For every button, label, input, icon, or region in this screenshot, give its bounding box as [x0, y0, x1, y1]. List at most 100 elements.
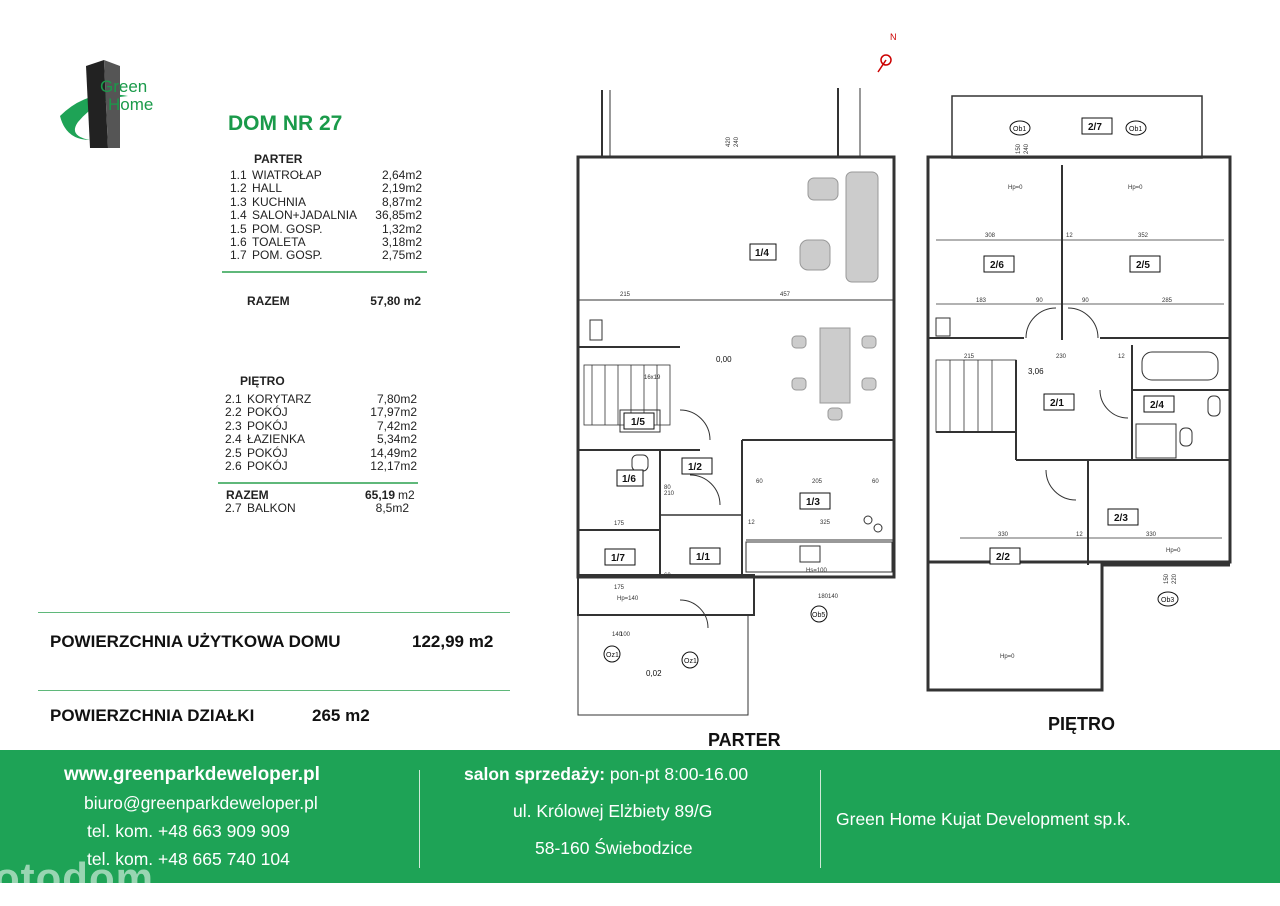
- upper-dimensions: 308 12 352 183 90 90 285 215 230 12 330 …: [964, 143, 1181, 660]
- svg-text:1/4: 1/4: [755, 248, 769, 259]
- svg-text:100: 100: [620, 632, 631, 638]
- email-link[interactable]: biuro@greenparkdeweloper.pl: [84, 793, 318, 813]
- ground-floor-plan: [576, 88, 896, 716]
- svg-text:Green: Green: [100, 77, 147, 96]
- svg-text:215: 215: [620, 292, 631, 298]
- svg-text:12: 12: [1076, 532, 1083, 538]
- green-home-logo: Green Home: [58, 58, 178, 153]
- svg-text:2/5: 2/5: [1136, 260, 1150, 271]
- svg-text:210: 210: [664, 491, 675, 497]
- plot-area-label: POWIERZCHNIA DZIAŁKI: [50, 706, 255, 725]
- divider: [820, 770, 821, 868]
- svg-text:1/2: 1/2: [688, 462, 702, 473]
- svg-text:330: 330: [998, 532, 1009, 538]
- svg-text:60: 60: [664, 573, 671, 579]
- website-link[interactable]: www.greenparkdeweloper.pl: [64, 764, 320, 785]
- svg-text:Ob1: Ob1: [1129, 126, 1142, 133]
- svg-text:215: 215: [964, 354, 975, 360]
- upper-floor-label: PIĘTRO: [1048, 714, 1115, 734]
- pietro-total-unit: m2: [398, 488, 415, 502]
- svg-text:1/3: 1/3: [806, 497, 820, 508]
- otodom-watermark: otodom: [0, 854, 154, 901]
- svg-text:90: 90: [1082, 298, 1089, 304]
- floor-plans: N: [576, 32, 1232, 750]
- phone-1[interactable]: tel. kom. +48 663 909 909: [87, 821, 290, 841]
- svg-text:Hp=0: Hp=0: [1008, 185, 1023, 191]
- svg-text:308: 308: [985, 233, 996, 239]
- sales-hours: pon-pt 8:00-16.00: [609, 764, 749, 784]
- footer-bar: www.greenparkdeweloper.pl biuro@greenpar…: [0, 750, 1280, 883]
- parter-total-label: RAZEM: [247, 294, 290, 308]
- svg-text:Hp=0: Hp=0: [1000, 654, 1015, 660]
- svg-text:60: 60: [756, 479, 763, 485]
- svg-text:80: 80: [664, 485, 671, 491]
- svg-text:183: 183: [976, 298, 987, 304]
- svg-text:205: 205: [812, 479, 823, 485]
- svg-text:0,00: 0,00: [716, 355, 732, 364]
- address-line-2: 58-160 Świebodzice: [535, 838, 693, 858]
- house-title: DOM NR 27: [228, 112, 343, 135]
- svg-text:60: 60: [872, 479, 879, 485]
- svg-text:Hp=140: Hp=140: [617, 596, 639, 602]
- svg-text:12: 12: [748, 520, 755, 526]
- ground-dimensions: 420 240 215 457 205 325 175 175 80 210 6…: [612, 136, 879, 638]
- upper-floor-plan: [926, 95, 1232, 692]
- svg-text:2/7: 2/7: [1088, 122, 1102, 133]
- ground-room-labels: 1/4 1/5 1/6 1/2 1/3 1/7 1/1: [604, 243, 831, 566]
- plot-area-value: 265 m2: [312, 706, 370, 725]
- svg-text:Ob5: Ob5: [812, 612, 825, 619]
- pietro-total-value: 65,19: [364, 488, 395, 502]
- sales-label: salon sprzedaży:: [464, 764, 606, 784]
- upper-window-tags: Ob1 Ob1 Ob3: [1009, 120, 1179, 607]
- phone-2[interactable]: tel. kom. +48 665 740 104: [87, 849, 290, 869]
- svg-text:352: 352: [1138, 233, 1149, 239]
- svg-text:140: 140: [612, 632, 623, 638]
- parter-total-value: 57,80 m2: [370, 294, 421, 308]
- north-arrow-icon: N: [877, 32, 904, 73]
- svg-text:230: 230: [1056, 354, 1067, 360]
- sales-info: salon sprzedaży: pon-pt 8:00-16.00: [464, 764, 748, 785]
- svg-text:Hp=0: Hp=0: [1128, 185, 1143, 191]
- divider: [38, 612, 510, 613]
- address-line-1: ul. Królowej Elżbiety 89/G: [513, 801, 713, 821]
- pietro-total-label: RAZEM: [226, 488, 269, 502]
- parter-heading: PARTER: [254, 152, 303, 166]
- svg-text:Home: Home: [108, 95, 153, 114]
- svg-text:1/7: 1/7: [611, 553, 625, 564]
- pietro-heading: PIĘTRO: [240, 374, 285, 388]
- svg-text:2/1: 2/1: [1050, 398, 1064, 409]
- svg-text:12: 12: [1066, 233, 1073, 239]
- company-name: Green Home Kujat Development sp.k.: [836, 809, 1131, 829]
- svg-text:330: 330: [1146, 532, 1157, 538]
- svg-text:220: 220: [1172, 573, 1178, 584]
- svg-text:2/3: 2/3: [1114, 513, 1128, 524]
- svg-text:12: 12: [1118, 354, 1125, 360]
- svg-text:Hp=0: Hp=0: [1166, 548, 1181, 554]
- svg-text:Oz1: Oz1: [684, 658, 697, 665]
- svg-text:2/6: 2/6: [990, 260, 1004, 271]
- svg-text:2/2: 2/2: [996, 552, 1010, 563]
- ground-window-tags: Ob5 Oz1 Oz1: [603, 605, 828, 669]
- svg-text:2/4: 2/4: [1150, 400, 1164, 411]
- usable-area-label: POWIERZCHNIA UŻYTKOWA DOMU: [50, 632, 341, 651]
- svg-text:420: 420: [726, 136, 732, 147]
- svg-text:1/6: 1/6: [622, 474, 636, 485]
- svg-text:140: 140: [828, 594, 839, 600]
- ground-levels: 0,00 0,02: [646, 355, 732, 678]
- divider: [38, 690, 510, 691]
- divider: [218, 482, 418, 484]
- svg-text:457: 457: [780, 292, 791, 298]
- svg-text:285: 285: [1162, 298, 1173, 304]
